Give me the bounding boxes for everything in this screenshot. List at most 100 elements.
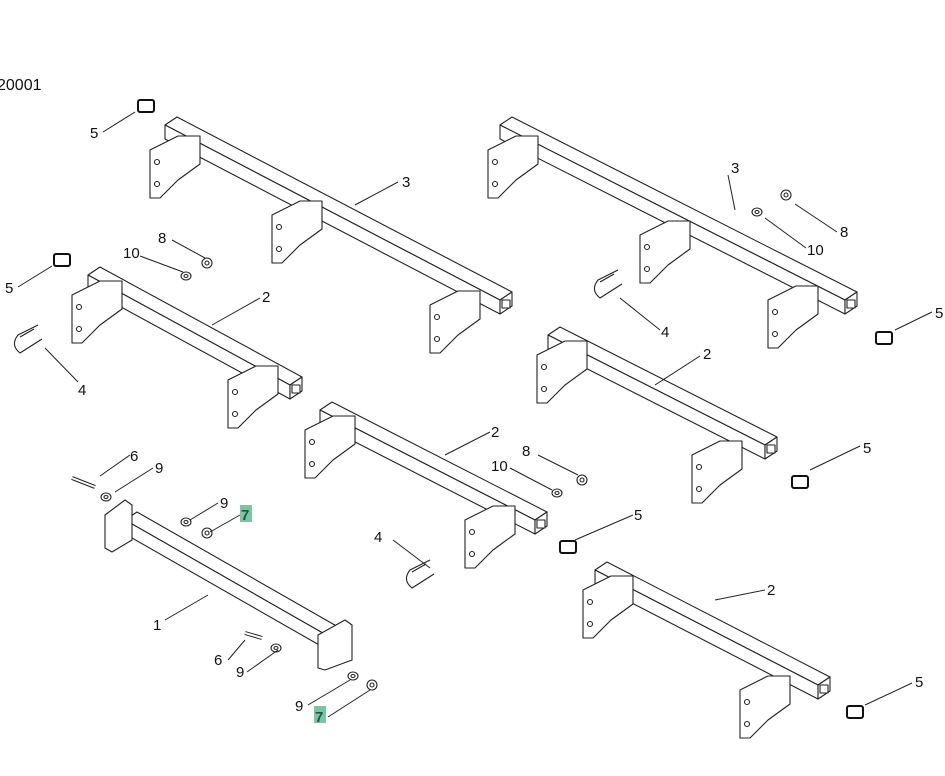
callout-5[interactable]: 5 (634, 507, 642, 524)
bolt-hole (540, 385, 548, 393)
bolt-hole (308, 460, 316, 468)
mounting-bracket (691, 440, 743, 504)
end-cap (875, 331, 893, 345)
callout-8[interactable]: 8 (158, 230, 166, 247)
bolt-hole (771, 330, 779, 338)
nut-hole (369, 682, 375, 688)
bolt-hole (771, 308, 779, 316)
callout-9[interactable]: 9 (236, 664, 244, 681)
callout-3[interactable]: 3 (731, 160, 739, 177)
callout-2[interactable]: 2 (262, 289, 270, 306)
callout-2[interactable]: 2 (491, 424, 499, 441)
bolt-hole (743, 720, 751, 728)
leader-line (307, 679, 351, 706)
beam-3-top (164, 116, 513, 301)
mounting-bracket (429, 290, 481, 354)
tube-opening (501, 299, 511, 309)
washer-hole (103, 494, 109, 500)
leader-line (17, 265, 53, 288)
tube-opening (766, 444, 776, 454)
bolt-hole (540, 363, 548, 371)
callout-5[interactable]: 5 (935, 305, 943, 322)
bolt-hole (643, 265, 651, 273)
leader-line (894, 311, 933, 331)
leader-line (619, 297, 661, 331)
end-cap (53, 253, 71, 267)
callout-5[interactable]: 5 (863, 440, 871, 457)
leader-line (246, 649, 279, 673)
leader-line (509, 467, 553, 491)
bolt-hole (231, 388, 239, 396)
nut-hole (204, 530, 210, 536)
leader-line (764, 217, 807, 249)
mounting-bracket (271, 200, 323, 264)
leader-line (444, 431, 491, 456)
bolt-hole (743, 698, 751, 706)
callout-8[interactable]: 8 (522, 443, 530, 460)
callout-6[interactable]: 6 (130, 448, 138, 465)
leader-line (809, 445, 861, 471)
mounting-bracket (536, 340, 588, 404)
callout-4[interactable]: 4 (78, 382, 86, 399)
callout-9[interactable]: 9 (295, 698, 303, 715)
leader-line (794, 203, 838, 233)
nut-hole (204, 260, 210, 266)
leader-line (99, 454, 131, 477)
leader-line (211, 297, 261, 326)
leader-line (164, 594, 209, 621)
leader-line (209, 514, 241, 533)
bolt-hole (643, 243, 651, 251)
mounting-bracket (464, 505, 516, 569)
mounting-bracket (739, 675, 791, 739)
bolt-hole (491, 158, 499, 166)
callout-5[interactable]: 5 (915, 674, 923, 691)
callout-10[interactable]: 10 (123, 245, 140, 262)
washer-hole (183, 519, 189, 525)
u-bolt (405, 559, 435, 589)
bolt-hole (586, 598, 594, 606)
bolt-hole (275, 223, 283, 231)
bolt-hole (231, 410, 239, 418)
callout-3[interactable]: 3 (402, 174, 410, 191)
end-plate (317, 619, 353, 671)
nut-hole (579, 477, 585, 483)
washer-hole (554, 490, 560, 496)
leader-line (44, 347, 79, 383)
callout-9[interactable]: 9 (155, 460, 163, 477)
leader-line (537, 454, 579, 476)
callout-4[interactable]: 4 (374, 529, 382, 546)
leader-line (727, 174, 736, 211)
bolt-hole (586, 620, 594, 628)
callout-4[interactable]: 4 (661, 324, 669, 341)
mounting-bracket (71, 280, 123, 344)
leader-lines (17, 111, 933, 718)
callout-1[interactable]: 1 (153, 617, 161, 634)
callout-8[interactable]: 8 (840, 224, 848, 241)
bolt-core (244, 632, 263, 639)
washer-hole (754, 209, 760, 215)
leader-line (114, 467, 154, 493)
callout-7-highlighted[interactable]: 7 (315, 709, 323, 726)
callout-2[interactable]: 2 (767, 582, 775, 599)
mounting-bracket (227, 365, 279, 429)
end-plate (104, 499, 133, 553)
bolt-hole (468, 528, 476, 536)
callout-10[interactable]: 10 (807, 242, 824, 259)
end-cap (846, 705, 864, 719)
u-bolt (13, 324, 43, 354)
bolt-hole (695, 463, 703, 471)
leader-line (654, 355, 701, 386)
nut-hole (783, 192, 789, 198)
leader-line (574, 514, 634, 541)
beam-3-top (499, 116, 858, 301)
callout-6[interactable]: 6 (214, 652, 222, 669)
callout-9[interactable]: 9 (220, 495, 228, 512)
callout-5[interactable]: 5 (5, 280, 13, 297)
mounting-bracket (487, 135, 539, 199)
callout-7-highlighted[interactable]: 7 (241, 507, 249, 524)
callout-10[interactable]: 10 (491, 458, 508, 475)
callout-2[interactable]: 2 (703, 346, 711, 363)
mounting-bracket (149, 135, 201, 199)
callout-5[interactable]: 5 (90, 125, 98, 142)
